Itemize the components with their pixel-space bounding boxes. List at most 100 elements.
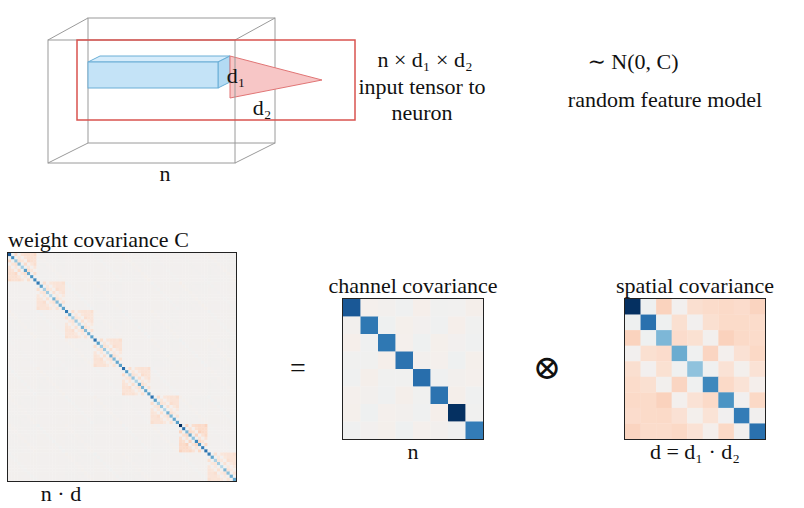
heatmap-cell [151, 297, 154, 300]
heatmap-cell [11, 323, 14, 326]
heatmap-cell [100, 323, 103, 326]
heatmap-cell [217, 304, 220, 307]
heatmap-cell [211, 323, 214, 326]
heatmap-cell [214, 275, 217, 278]
heatmap-cell [103, 304, 106, 307]
heatmap-cell [18, 316, 21, 319]
heatmap-cell [170, 288, 173, 291]
heatmap-cell [14, 278, 17, 281]
heatmap-cell [87, 266, 90, 269]
heatmap-cell [46, 272, 49, 275]
heatmap-cell [154, 316, 157, 319]
heatmap-cell [100, 329, 103, 332]
heatmap-cell [11, 304, 14, 307]
heatmap-cell [211, 326, 214, 329]
heatmap-cell [84, 316, 87, 319]
heatmap-cell [87, 320, 90, 323]
heatmap-cell [113, 256, 116, 259]
heatmap-cell [227, 275, 230, 278]
heatmap-cell [214, 335, 217, 338]
heatmap-cell [52, 313, 55, 316]
heatmap-cell [75, 288, 78, 291]
heatmap-cell [138, 301, 141, 304]
heatmap-cell [230, 263, 233, 266]
heatmap-cell [223, 278, 226, 281]
heatmap-cell [176, 288, 179, 291]
heatmap-cell [138, 288, 141, 291]
heatmap-cell [94, 275, 97, 278]
heatmap-cell [166, 323, 169, 326]
heatmap-cell [173, 269, 176, 272]
heatmap-cell [40, 323, 43, 326]
heatmap-cell [27, 307, 30, 310]
heatmap-cell [163, 272, 166, 275]
heatmap-cell [179, 304, 182, 307]
heatmap-cell [30, 256, 33, 259]
heatmap-cell [65, 288, 68, 291]
heatmap-cell [87, 269, 90, 272]
heatmap-cell [21, 297, 24, 300]
heatmap-cell [94, 272, 97, 275]
heatmap-cell [201, 285, 204, 288]
heatmap-cell [189, 263, 192, 266]
heatmap-cell [68, 316, 71, 319]
heatmap-cell [214, 278, 217, 281]
heatmap-cell [233, 253, 236, 256]
heatmap-cell [220, 307, 223, 310]
heatmap-cell [135, 323, 138, 326]
heatmap-cell [37, 288, 40, 291]
heatmap-cell [208, 297, 211, 300]
heatmap-cell [8, 332, 11, 335]
heatmap-cell [27, 294, 30, 297]
heatmap-cell [56, 339, 59, 342]
heatmap-cell [208, 266, 211, 269]
heatmap-cell [24, 294, 27, 297]
heatmap-cell [109, 263, 112, 266]
heatmap-cell [37, 310, 40, 313]
heatmap-cell [192, 288, 195, 291]
heatmap-cell [21, 288, 24, 291]
heatmap-cell [163, 326, 166, 329]
heatmap-cell [75, 272, 78, 275]
heatmap-cell [179, 272, 182, 275]
heatmap-cell [138, 313, 141, 316]
heatmap-cell [214, 269, 217, 272]
distribution: ∼ N(0, C) [587, 49, 678, 75]
dimension-label: d₂ [253, 95, 272, 121]
heatmap-cell [106, 259, 109, 262]
heatmap-cell [208, 253, 211, 256]
heatmap-cell [223, 256, 226, 259]
heatmap-cell [208, 320, 211, 323]
heatmap-cell [11, 253, 14, 256]
heatmap-cell [132, 320, 135, 323]
heatmap-cell [122, 332, 125, 335]
heatmap-cell [195, 288, 198, 291]
heatmap-cell [24, 332, 27, 335]
heatmap-cell [65, 310, 68, 313]
heatmap-cell [43, 294, 46, 297]
heatmap-cell [135, 320, 138, 323]
heatmap-cell [87, 275, 90, 278]
heatmap-cell [160, 288, 163, 291]
heatmap-cell [132, 275, 135, 278]
heatmap-cell [75, 326, 78, 329]
heatmap-cell [18, 266, 21, 269]
heatmap-cell [49, 332, 52, 335]
heatmap-cell [106, 323, 109, 326]
heatmap-cell [49, 275, 52, 278]
heatmap-cell [40, 304, 43, 307]
heatmap-cell [40, 329, 43, 332]
heatmap-cell [56, 278, 59, 281]
heatmap-cell [214, 313, 217, 316]
heatmap-cell [166, 326, 169, 329]
heatmap-cell [103, 288, 106, 291]
heatmap-cell [201, 282, 204, 285]
heatmap-cell [18, 323, 21, 326]
heatmap-cell [113, 313, 116, 316]
heatmap-cell [214, 301, 217, 304]
heatmap-cell [43, 304, 46, 307]
heatmap-cell [49, 294, 52, 297]
heatmap-cell [71, 285, 74, 288]
heatmap-cell [160, 269, 163, 272]
heatmap-cell [198, 329, 201, 332]
